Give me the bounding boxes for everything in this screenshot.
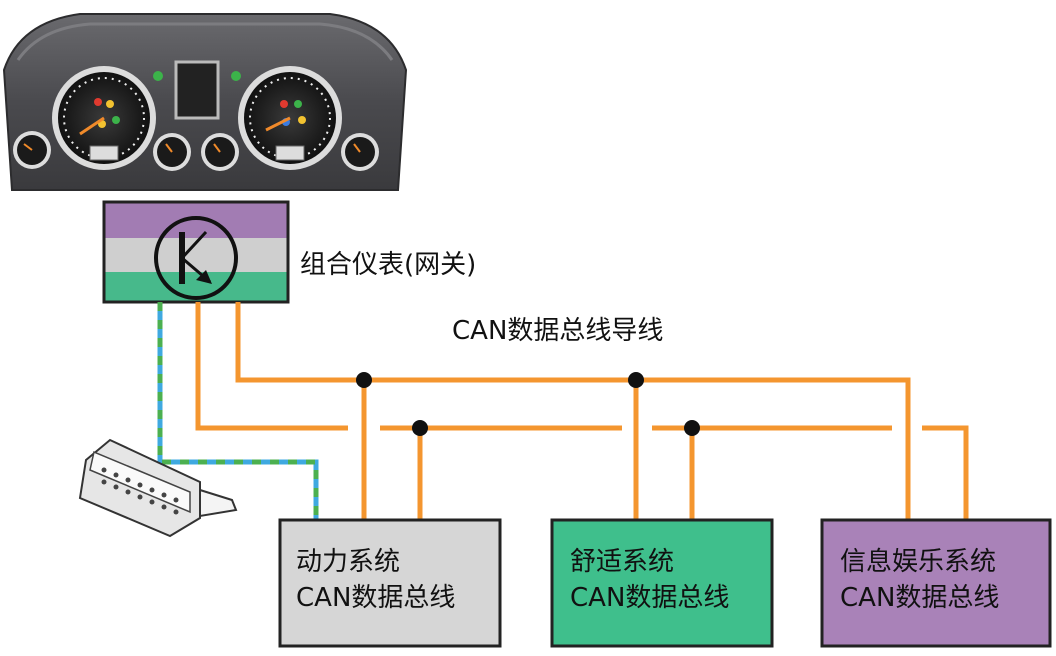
ecu-infotainment-line1: 信息娱乐系统	[840, 547, 997, 577]
junction-dot	[684, 420, 700, 436]
bus-junctions	[356, 372, 700, 436]
center-display	[174, 60, 220, 120]
indicator-light-icon	[231, 71, 241, 81]
gateway-module	[102, 200, 290, 304]
diagnostic-wires	[157, 302, 319, 520]
ecu-infotainment-label: 信息娱乐系统 CAN数据总线	[840, 544, 999, 616]
small-gauge-icon	[13, 131, 51, 169]
bus-wires-label: CAN数据总线导线	[452, 316, 664, 346]
ecu-power-box	[278, 518, 502, 648]
can-bus-wires	[195, 302, 969, 520]
junction-dot	[628, 372, 644, 388]
junction-dot	[412, 420, 428, 436]
indicator-light-icon	[153, 71, 163, 81]
small-gauge-icon	[341, 133, 379, 171]
obd-connector-icon	[78, 438, 238, 538]
junction-dot	[356, 372, 372, 388]
ecu-infotainment-line2: CAN数据总线	[840, 583, 1000, 613]
ecu-comfort-line1: 舒适系统	[570, 547, 675, 577]
instrument-cluster	[2, 13, 408, 191]
ecu-comfort-label: 舒适系统 CAN数据总线	[570, 544, 729, 616]
tachometer-gauge-icon	[238, 66, 342, 170]
gateway-label: 组合仪表(网关)	[300, 250, 477, 280]
ecu-comfort-box	[550, 518, 774, 648]
speedometer-gauge-icon	[52, 66, 156, 170]
ecu-power-line2: CAN数据总线	[296, 583, 456, 613]
ecu-comfort-line2: CAN数据总线	[570, 583, 730, 613]
small-gauge-icon	[153, 133, 191, 171]
small-gauge-icon	[201, 133, 239, 171]
ecu-power-label: 动力系统 CAN数据总线	[296, 544, 455, 616]
transistor-symbol-icon	[154, 216, 238, 300]
ecu-power-line1: 动力系统	[296, 547, 401, 577]
ecu-infotainment-box	[820, 518, 1052, 648]
